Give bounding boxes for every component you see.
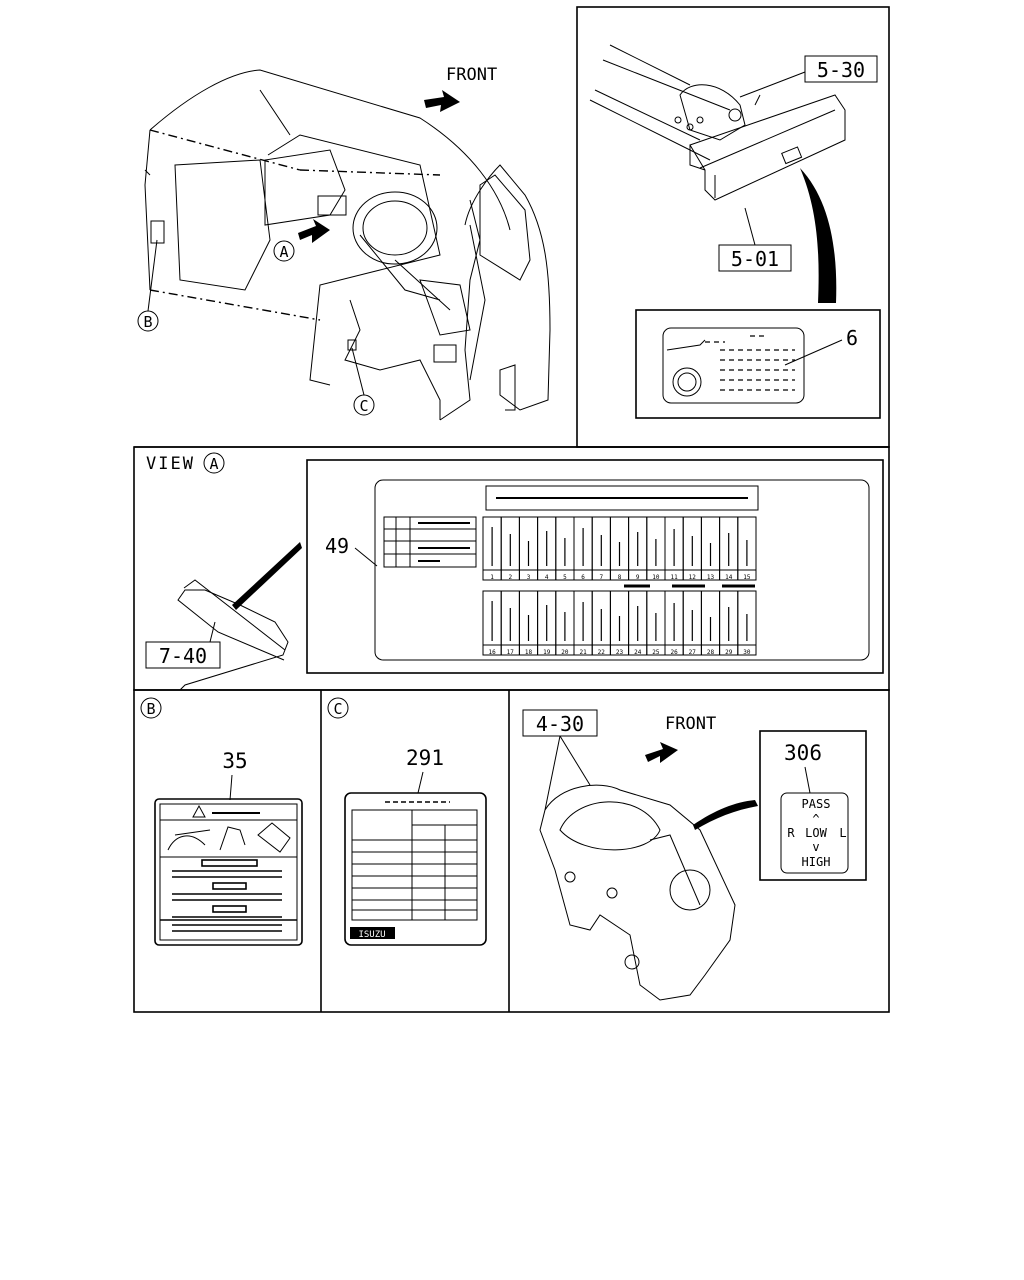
svg-text:L: L [839, 826, 846, 840]
fuse-number: 4 [545, 574, 549, 581]
fuse-number: 27 [689, 649, 697, 656]
svg-text:35: 35 [222, 749, 247, 773]
svg-text:7-40: 7-40 [159, 644, 207, 668]
part-label-5-30: 5-30 [739, 55, 878, 98]
svg-text:5-30: 5-30 [817, 58, 865, 82]
fuse-number: 20 [561, 649, 569, 656]
fuse-number: 10 [652, 574, 660, 581]
svg-text:49: 49 [325, 534, 349, 558]
fuse-number: 18 [525, 649, 533, 656]
fuse-number: 6 [581, 574, 585, 581]
fuse-cover-drawing [177, 579, 289, 691]
fuse-number: 26 [670, 649, 678, 656]
fuse-number: 7 [599, 574, 603, 581]
svg-text:306: 306 [784, 741, 822, 765]
panel-switch: 4-30 FRONT 306 PASS ^ R LOW L v HIGH [522, 709, 867, 1001]
front-arrow-bottom-icon [645, 742, 678, 763]
fuse-number: 14 [725, 574, 733, 581]
fuse-number: 22 [598, 649, 606, 656]
front-label-top: FRONT [446, 65, 497, 85]
fuse-number: 8 [618, 574, 622, 581]
fuse-number: 9 [636, 574, 640, 581]
fuse-number: 3 [527, 574, 531, 581]
cab-interior-drawing [144, 69, 551, 421]
svg-text:6: 6 [846, 326, 858, 350]
fuse-number: 21 [579, 649, 587, 656]
fuse-number: 30 [743, 649, 751, 656]
svg-text:R: R [787, 826, 795, 840]
svg-text:291: 291 [406, 746, 444, 770]
svg-text:^: ^ [812, 812, 819, 826]
svg-text:4-30: 4-30 [536, 712, 584, 736]
svg-text:B: B [143, 313, 152, 331]
fuse-number: 5 [563, 574, 567, 581]
callout-b: B [137, 239, 159, 332]
fuse-number: 23 [616, 649, 624, 656]
svg-text:B: B [146, 700, 155, 718]
frame-rail-drawing [589, 44, 846, 201]
svg-text:ISUZU: ISUZU [358, 930, 385, 940]
fuse-number: 12 [689, 574, 697, 581]
svg-text:FRONT: FRONT [665, 714, 716, 734]
fuse-number: 29 [725, 649, 733, 656]
part-label-7-40: 7-40 [145, 621, 221, 669]
svg-text:C: C [359, 397, 368, 415]
svg-text:VIEW: VIEW [146, 454, 195, 474]
panel-frames [133, 6, 890, 1013]
fuse-number: 13 [707, 574, 715, 581]
svg-text:A: A [209, 455, 218, 473]
pointer-wedge-6 [800, 168, 837, 303]
frame-bottom [133, 689, 890, 1013]
fuse-number: 15 [743, 574, 751, 581]
fuse-number: 25 [652, 649, 660, 656]
svg-text:5-01: 5-01 [731, 247, 779, 271]
fuse-number: 11 [670, 574, 678, 581]
svg-text:C: C [333, 700, 342, 718]
fuse-number: 17 [507, 649, 515, 656]
svg-text:PASS: PASS [802, 797, 831, 811]
fuse-number: 24 [634, 649, 642, 656]
fuse-number: 1 [490, 574, 494, 581]
fuse-slot [737, 516, 757, 581]
svg-text:LOW: LOW [805, 826, 827, 840]
part-label-5-01: 5-01 [718, 207, 792, 272]
callout-a: A [273, 240, 295, 262]
svg-text:HIGH: HIGH [802, 855, 831, 869]
fuse-slot [737, 590, 757, 656]
fuse-number: 28 [707, 649, 715, 656]
panel-c: C 291 ISUZU [327, 697, 487, 946]
view-a-heading: VIEW A [146, 452, 225, 474]
panel-b: B 35 [140, 697, 303, 946]
pointer-wedge-49 [232, 542, 302, 610]
fuse-row-2: 16 17 18 19 20 21 22 23 24 25 26 27 28 29 30 [482, 590, 757, 656]
view-arrow-icon [298, 219, 330, 243]
callout-c: C [351, 347, 375, 416]
label-6-detail: 6 [635, 309, 881, 419]
fuse-number: 19 [543, 649, 551, 656]
fuse-number: 16 [488, 649, 496, 656]
svg-text:A: A [279, 243, 288, 261]
fuse-number: 2 [508, 574, 512, 581]
svg-text:v: v [812, 840, 819, 854]
front-arrow-icon [424, 90, 460, 112]
